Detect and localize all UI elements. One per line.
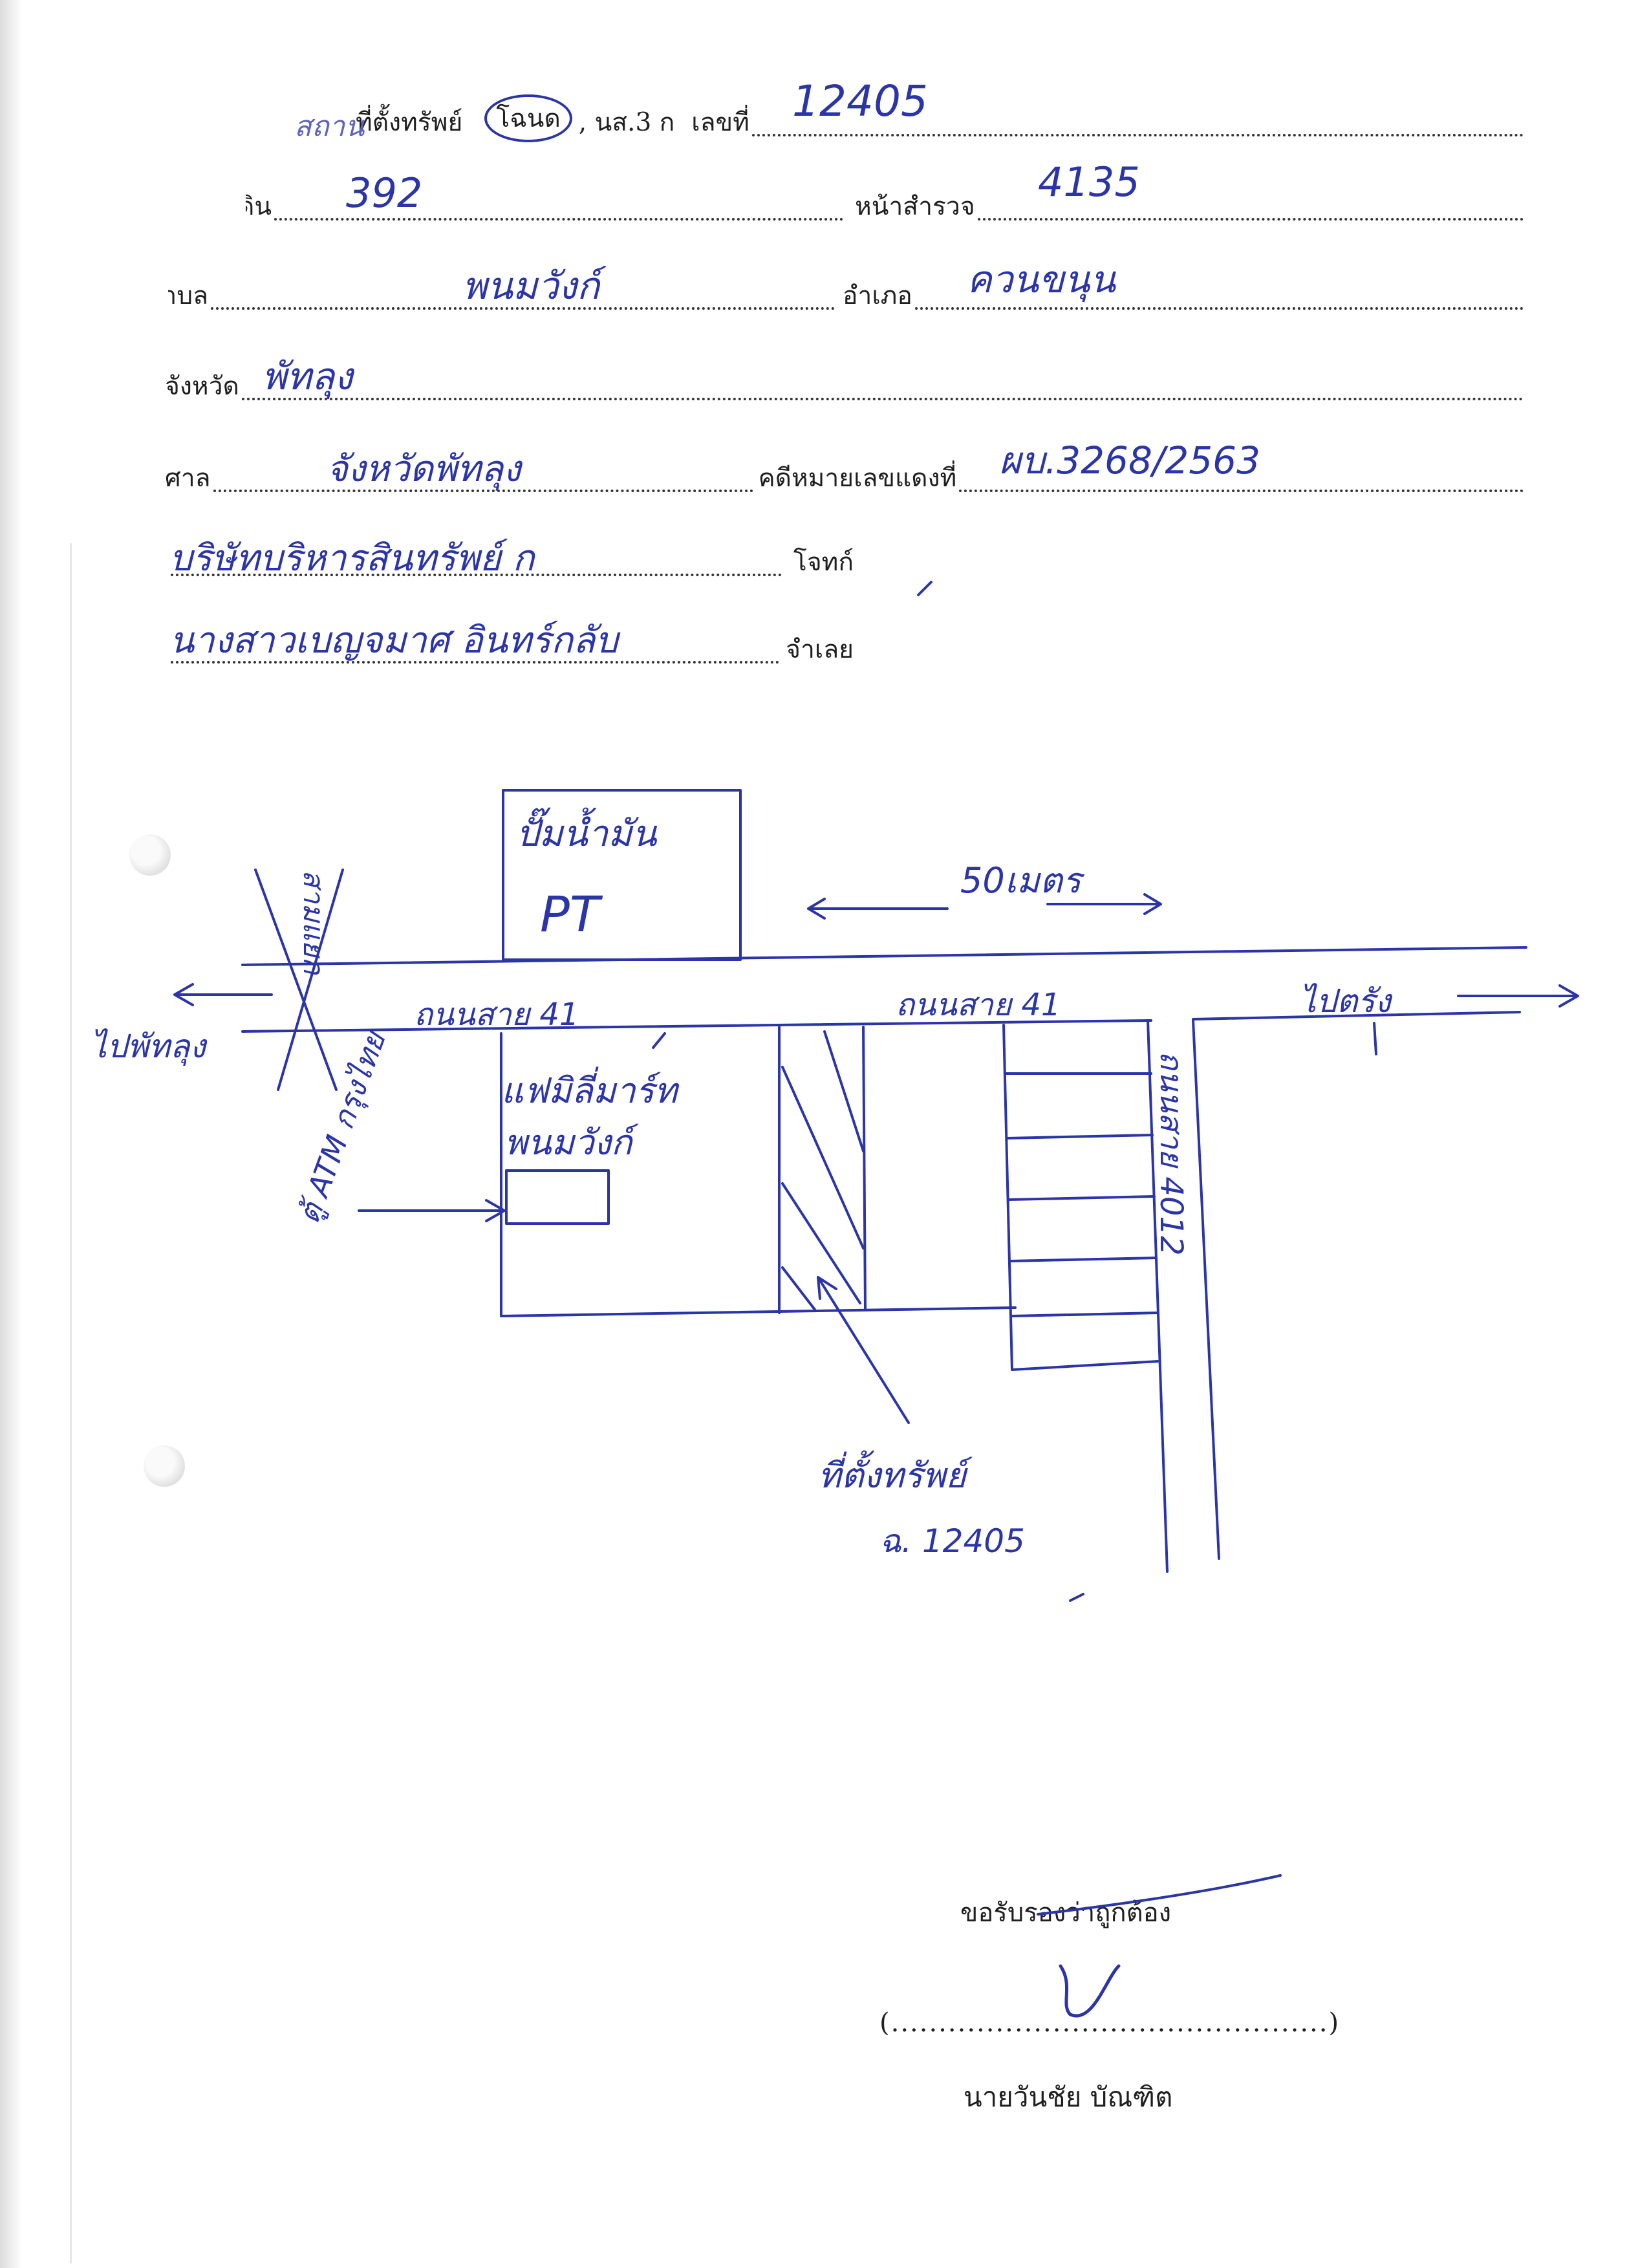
to-right-label: ไปตรัง [1300,982,1393,1020]
value-plaintiff: บริษัทบริหารสินทรัพย์ ก [169,537,535,579]
label-subdistrict: ตำบล [168,275,208,316]
distance-arrow-left [807,898,949,920]
property-deed-label: ฉ. 12405 [879,1522,1025,1560]
check-stroke-3 [1373,1022,1377,1055]
signer-name: นายวันชัย บัณฑิต [964,2081,1173,2113]
property-hatch-2 [781,1066,865,1249]
label-province: จังหวัด [165,372,239,401]
signature-line: (.......................................… [879,2008,1341,2038]
scan-edge [0,0,22,2268]
row-houses-outline [1002,1024,1159,1371]
label-defendant: จำเลย [786,635,854,664]
side-road-right-edge [1192,1019,1220,1560]
label-land-no: ที่ดิน [246,192,272,221]
arrow-to-left [173,983,273,1006]
value-land-no: 392 [346,169,423,217]
row-house-divider-4 [1009,1257,1158,1262]
property-pointer-arrow [817,1276,910,1424]
row-land-no: ที่ดิน หน้าสำรวจ [246,188,1526,226]
property-hatch-3 [781,1182,861,1304]
store-name-1: แฟมิลี่มาร์ท [501,1066,680,1111]
property-outline-right [862,1026,867,1310]
label-plaintiff: โจทก์ [793,548,854,577]
distance-arrow-right [1046,893,1162,915]
junction-line-b [277,869,344,1091]
gas-station-brand: PT [540,885,603,943]
label-deed: โฉนด [484,94,572,142]
punch-hole-bottom [144,1445,185,1487]
road-main-right-label: ถนนสาย 41 [896,987,1061,1023]
label-case-no: คดีหมายเลขแดงที่ [758,464,957,493]
dots-land-no [274,213,843,221]
value-deed-number: 12405 [792,76,928,126]
value-district: ควนขนุน [967,257,1116,301]
value-court: จังหวัดพัทลุง [327,448,521,490]
property-hatch-1 [823,1030,865,1152]
atm-pointer-arrow [358,1199,506,1222]
dots-court [213,484,753,492]
row-defendant: จำเลย [168,631,854,669]
road-main-left-label: ถนนสาย 41 [414,997,579,1033]
dots-province [241,393,1524,400]
main-road-top-edge [241,946,1527,966]
row-location: ที่ตั้งทรัพย์ โฉนด , นส.3 ก เลขที่ [246,94,1526,142]
label-district: อำเภอ [843,281,912,310]
label-subdistrict-text: ตำบล [168,281,208,310]
label-court: ศาล [165,464,211,493]
paper-fold [70,543,72,2263]
label-number: เลขที่ [691,108,749,137]
dots-survey-page [977,213,1524,221]
gas-station-box [502,789,742,961]
punch-hole-top [129,834,171,876]
dots-case-no [959,484,1524,492]
arrow-to-right [1457,984,1579,1008]
dots-subdistrict [211,302,835,310]
value-survey-page: 4135 [1038,158,1140,206]
store-name-2: พนมวังก์ [504,1122,639,1163]
main-road-bottom-edge-right [1192,1011,1521,1021]
row-plaintiff: โจทก์ [168,543,854,582]
dots-district [914,302,1524,310]
property-hatch-4 [781,1266,816,1311]
check-stroke-4 [1069,1593,1084,1602]
check-stroke-2 [652,1032,666,1049]
store-plot-outline [500,1032,1017,1317]
row-house-divider-2 [1006,1134,1154,1139]
check-stroke-1 [917,581,932,596]
atm-box [505,1169,610,1225]
value-case-no: ผบ.3268/2563 [999,438,1260,482]
label-ns3k: , นส.3 ก [578,108,675,137]
value-prefix-handwritten: สถาน [294,110,365,143]
row-court: ศาล คดีหมายเลขแดงที่ [165,459,1526,498]
main-road-bottom-edge-left [241,1019,1152,1033]
gas-station-name: ปั๊มน้ำมัน [516,807,658,855]
value-subdistrict: พนมวังก์ [462,264,600,308]
certify-text: ขอรับรองว่าถูกต้อง [960,1898,1172,1928]
road-side-right-label: ถนนสาย 4012 [1153,1051,1189,1255]
dots-number [751,129,1524,136]
label-deed-text: โฉนด [496,104,561,133]
property-label: ที่ตั้งทรัพย์ [818,1450,973,1496]
label-survey-page: หน้าสำรวจ [855,192,975,221]
row-house-divider-5 [1010,1312,1159,1317]
side-road-left-edge [1147,1019,1169,1573]
distance-label: 50เมตร [960,860,1085,901]
road-side-left-label: สามแยก [297,870,330,976]
row-province: จังหวัด [165,367,1526,406]
dots-plaintiff [171,568,782,576]
handwritten-signature-mark [1037,1874,1282,2018]
to-left-label: ไปพัทลุง [91,1028,208,1066]
row-house-divider-3 [1008,1195,1156,1201]
atm-label: ตู้ ATM กรุงไทย [291,1026,394,1228]
label-location: ที่ตั้งทรัพย์ [356,108,463,137]
dots-defendant [171,656,780,664]
row-subdistrict: ตำบล อำเภอ [168,277,1526,316]
value-defendant: นางสาวเบญจมาศ อินทร์กลับ [169,620,618,662]
junction-line-a [254,869,338,1091]
value-province: พัทลุง [262,354,353,398]
